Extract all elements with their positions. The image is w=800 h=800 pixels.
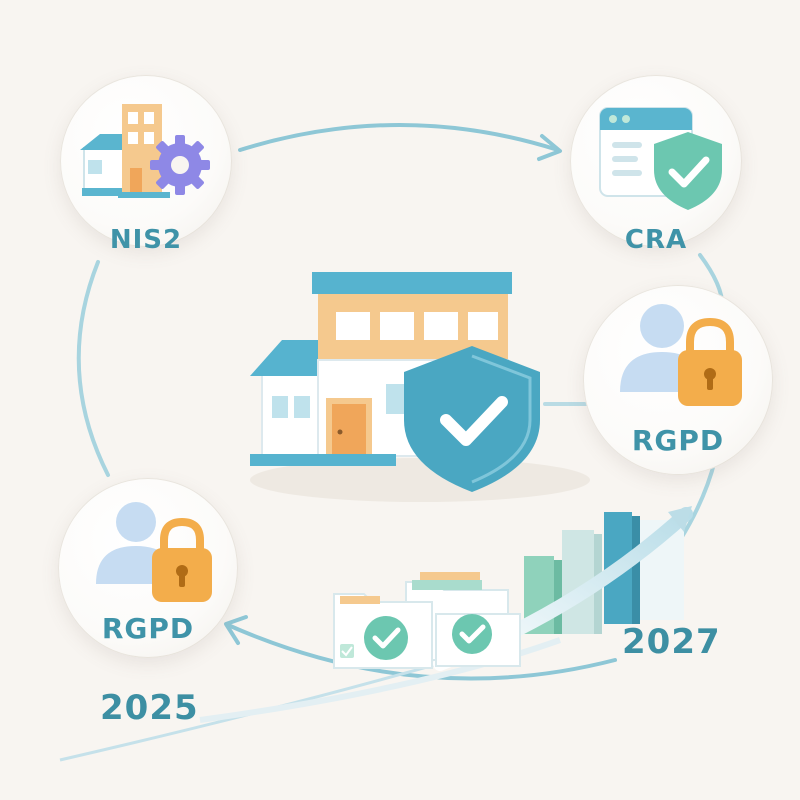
- cra-label: CRA: [624, 225, 688, 255]
- padlock-icon: [678, 317, 742, 406]
- office-building-icon: [118, 104, 170, 198]
- gear-icon: [150, 135, 210, 195]
- shield-check-icon: [654, 132, 722, 210]
- rgpd-left-label: RGPD: [101, 612, 195, 645]
- arrowhead-rgpd-left: [224, 615, 248, 645]
- nis2-label: NIS2: [109, 225, 183, 255]
- arrow-return-to-rgpd-left: [226, 623, 617, 681]
- large-shield-check-icon: [404, 346, 540, 492]
- padlock-icon: [152, 517, 212, 602]
- folder-check-icon: [364, 616, 408, 660]
- year-start-label: 2025: [100, 688, 199, 728]
- timeline-swoosh-2: [199, 637, 562, 723]
- arrow-nis2-to-rgpd-left: [76, 260, 110, 477]
- rgpd-right-label: RGPD: [631, 424, 725, 457]
- folder-mid-icon: [435, 613, 521, 667]
- arrow-nis2-to-cra: [238, 123, 560, 152]
- year-end-label: 2027: [622, 622, 721, 662]
- arrowhead-cra: [537, 134, 562, 161]
